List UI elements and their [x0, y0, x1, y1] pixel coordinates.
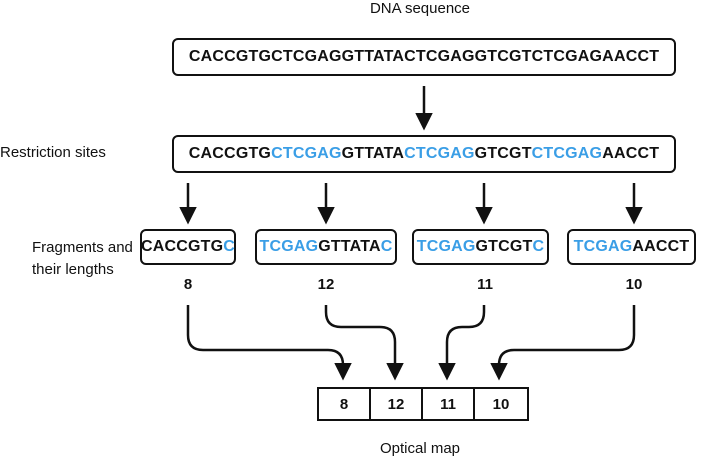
- fragment-sequence-3: TCGAGGTCGTC: [417, 238, 545, 256]
- arrow-fragment-1-to-map: [186, 305, 352, 381]
- fragment-sequence-1: CACCGTGC: [141, 238, 235, 256]
- arrow-fragment-2-to-map: [324, 305, 404, 381]
- fragment-4-segment: AACCT: [632, 238, 690, 255]
- restriction-segment: GTCGT: [474, 145, 532, 162]
- fragment-3-segment-highlight: C: [532, 238, 545, 255]
- fragment-sequence-4: TCGAGAACCT: [574, 238, 690, 256]
- arrow-fragment-3-to-map: [438, 305, 486, 381]
- restriction-segment: GTTATA: [341, 145, 405, 162]
- fragment-3-segment: GTCGT: [475, 238, 533, 255]
- fragment-2-segment: GTTATA: [318, 238, 381, 255]
- dna-sequence-box: CACCGTGCTCGAGGTTATACTCGAGGTCGTCTCGAGAACC…: [172, 38, 676, 76]
- optical-map-cell-2: 12: [371, 389, 423, 419]
- fragment-length-3: 11: [477, 276, 493, 293]
- restriction-segment-highlight: CTCGAG: [404, 145, 475, 162]
- fragment-4-segment-highlight: TCGAG: [573, 238, 633, 255]
- fragment-sequence-2: TCGAGGTTATAC: [259, 238, 392, 256]
- restriction-sites-sequence: CACCGTGCTCGAGGTTATACTCGAGGTCGTCTCGAGAACC…: [189, 145, 659, 163]
- optical-map: 8 12 11 10: [317, 387, 529, 421]
- optical-map-cell-1: 8: [319, 389, 371, 419]
- restriction-sites-label: Restriction sites: [0, 144, 106, 161]
- fragment-length-4: 10: [625, 276, 643, 293]
- arrow-fragment-4-to-map: [490, 305, 636, 381]
- fragment-box-3: TCGAGGTCGTC: [412, 229, 549, 265]
- fragment-3-segment-highlight: TCGAG: [416, 238, 476, 255]
- fragment-box-1: CACCGTGC: [140, 229, 236, 265]
- optical-map-cell-3: 11: [423, 389, 475, 419]
- fragments-label-line2: their lengths: [32, 261, 114, 278]
- fragments-label-line1: Fragments and: [32, 239, 133, 256]
- optical-map-label: Optical map: [379, 440, 461, 457]
- fragment-length-1: 8: [183, 276, 193, 293]
- restriction-segment: AACCT: [602, 145, 660, 162]
- dna-sequence-text: CACCGTGCTCGAGGTTATACTCGAGGTCGTCTCGAGAACC…: [188, 48, 660, 65]
- fragment-1-segment: CACCGTG: [140, 238, 224, 255]
- restriction-segment-highlight: CTCGAG: [531, 145, 603, 162]
- restriction-segment-highlight: CTCGAG: [271, 145, 342, 162]
- fragment-2-segment-highlight: TCGAG: [259, 238, 319, 255]
- diagram-title: DNA sequence: [369, 0, 471, 17]
- optical-map-cell-4: 10: [492, 395, 510, 413]
- fragment-length-2: 12: [317, 276, 335, 293]
- restriction-segment: CACCGTG: [188, 145, 272, 162]
- fragment-2-segment-highlight: C: [380, 238, 393, 255]
- fragment-box-4: TCGAGAACCT: [567, 229, 696, 265]
- restriction-sites-box: CACCGTGCTCGAGGTTATACTCGAGGTCGTCTCGAGAACC…: [172, 135, 676, 173]
- fragment-box-2: TCGAGGTTATAC: [255, 229, 397, 265]
- fragment-1-segment-highlight: C: [223, 238, 236, 255]
- fragments-label: Fragments and their lengths: [32, 237, 133, 281]
